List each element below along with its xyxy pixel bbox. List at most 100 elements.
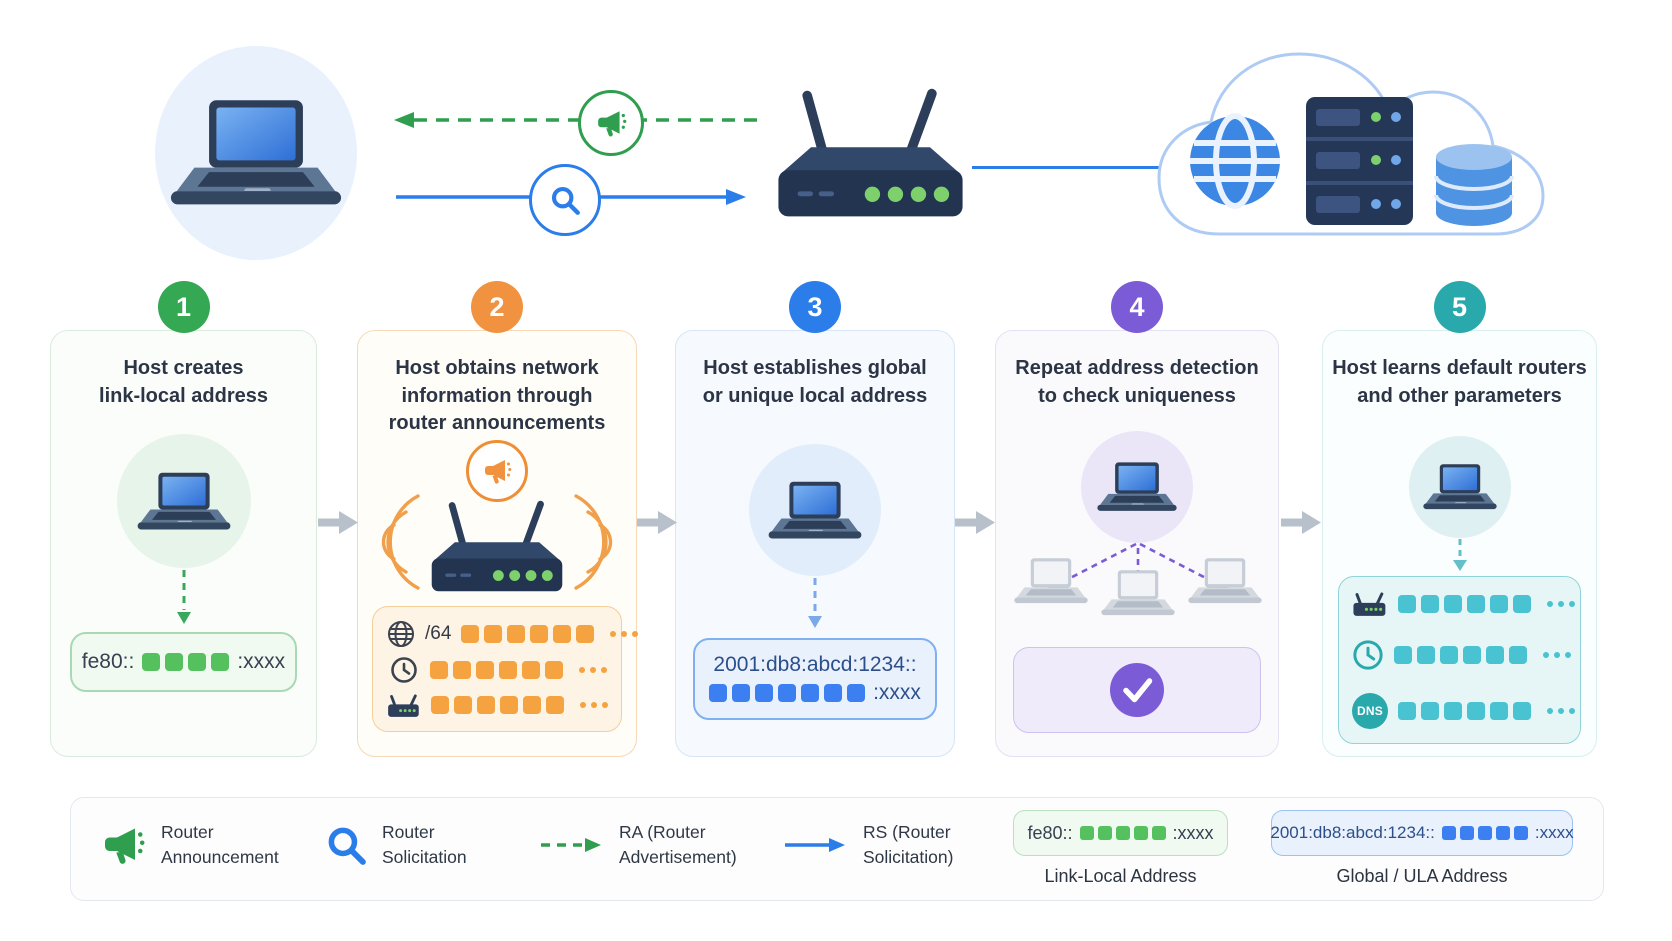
ra-dashed-arrow-left [394, 112, 758, 128]
host-laptop-bubble [749, 444, 881, 577]
next-step-arrow [318, 511, 358, 534]
step-card-2: 2 Host obtains network information throu… [357, 281, 639, 757]
lifetime-row [1352, 639, 1571, 671]
search-icon [326, 825, 366, 865]
check-circle-icon [1110, 663, 1164, 717]
router-cloud-link-line [972, 166, 1164, 169]
step-title: Host establishes global or unique local … [702, 357, 928, 407]
megaphone-icon [598, 111, 627, 137]
globe-icon [1190, 113, 1280, 209]
megaphone-icon [105, 828, 145, 865]
ellipsis-dots [580, 702, 608, 709]
router-icon [387, 693, 421, 718]
step-card-4: 4 Repeat address detection to check uniq… [995, 281, 1279, 757]
legend-label: RS (Router Solicitation) [863, 822, 954, 868]
laptop-icon [170, 100, 342, 205]
ellipsis-dots [1547, 708, 1575, 715]
database-icon [1434, 144, 1514, 226]
neighbor-laptop [1100, 569, 1176, 622]
next-step-arrow [955, 511, 995, 534]
globe-icon [387, 620, 415, 648]
address-squares [1079, 826, 1166, 840]
address-line1: 2001:db8:abcd:1234:: [713, 653, 917, 677]
router-announcement-icon [578, 90, 644, 156]
solid-arrow-icon [785, 838, 845, 853]
announcement-circle [466, 439, 528, 502]
address-prefix: fe80:: [81, 650, 135, 674]
clock-icon [1352, 639, 1384, 671]
uniqueness-ok-panel [1013, 647, 1261, 733]
host-laptop-illustration [155, 46, 357, 260]
address-prefix: fe80:: [1027, 822, 1073, 843]
internet-cloud-illustration [1149, 26, 1555, 249]
step-title: Host learns default routers and other pa… [1332, 357, 1587, 407]
router-icon [765, 82, 976, 226]
router-broadcast-illustration [358, 439, 636, 598]
value-squares [430, 661, 563, 680]
prefix-length-label: /64 [425, 622, 452, 644]
down-dashed-arrow [808, 578, 822, 629]
address-suffix: :xxxx [873, 681, 921, 705]
neighbor-laptop [1187, 557, 1263, 610]
router-icon [422, 496, 572, 598]
value-squares [461, 624, 595, 643]
legend-link-local-pill: fe80:: :xxxx [1013, 810, 1228, 856]
router-row [387, 693, 608, 718]
legend-label: Router Announcement [161, 822, 279, 868]
step-number-badge: 3 [789, 281, 841, 333]
legend-label: RA (Router Advertisement) [619, 822, 737, 868]
ellipsis-dots [1547, 601, 1575, 608]
ellipsis-dots [610, 630, 639, 637]
next-step-arrow [637, 511, 677, 534]
address-squares [142, 653, 230, 672]
global-address-pill: 2001:db8:abcd:1234:: :xxxx [693, 638, 937, 721]
laptop-gray-icon [1101, 570, 1175, 616]
address-suffix: :xxxx [237, 650, 286, 674]
step-card-3: 3 Host establishes global or unique loca… [675, 281, 955, 757]
address-suffix: :xxxx [1172, 822, 1214, 843]
host-laptop-bubble [1408, 436, 1511, 539]
laptop-icon [1097, 462, 1177, 511]
global-ula-caption: Global / ULA Address [1336, 866, 1508, 886]
step-title: Repeat address detection to check unique… [1015, 357, 1259, 407]
wifi-waves-left-icon [381, 494, 420, 590]
laptop-gray-icon [1188, 558, 1262, 604]
dns-row: DNS [1352, 693, 1575, 730]
host-laptop-bubble [116, 434, 251, 569]
legend-ra-arrow: RA (Router Advertisement) [539, 820, 737, 871]
address-squares [1441, 826, 1528, 840]
laptop-icon [137, 472, 230, 530]
dashed-arrow-icon [541, 838, 601, 853]
legend-router-announcement: Router Announcement [101, 820, 279, 871]
next-step-arrow [1281, 511, 1321, 534]
default-router-row [1352, 591, 1575, 618]
dns-badge: DNS [1352, 693, 1388, 730]
cloud-icon [1157, 52, 1545, 236]
search-icon [550, 185, 580, 215]
step-title: Host obtains network information through… [388, 357, 606, 435]
step-number-badge: 1 [157, 281, 210, 333]
step-number-badge: 5 [1433, 281, 1486, 333]
legend-router-solicitation: Router Solicitation [326, 820, 467, 871]
value-squares [1398, 702, 1531, 721]
link-local-address-pill: fe80:: :xxxx [70, 632, 297, 693]
address-suffix: :xxxx [1534, 823, 1574, 842]
legend-bar: Router Announcement Router Solicitation … [70, 797, 1604, 901]
server-icon [1306, 97, 1413, 225]
address-prefix: 2001:db8:abcd:1234:: [1270, 823, 1435, 842]
legend-label: Router Solicitation [382, 822, 467, 868]
value-squares [1394, 646, 1527, 665]
step-number-badge: 4 [1111, 281, 1163, 333]
clock-icon [387, 656, 420, 684]
router-icon [1352, 591, 1388, 618]
megaphone-icon [485, 459, 512, 484]
ellipsis-dots [1543, 652, 1571, 659]
step-title: Host creates link-local address [99, 357, 268, 407]
step-card-1: 1 Host creates link-local address fe80::… [50, 281, 317, 757]
wifi-waves-right-icon [574, 494, 613, 590]
address-squares [709, 684, 866, 703]
step-card-5: 5 Host learns default routers and other … [1322, 281, 1597, 757]
down-dashed-arrow [1452, 539, 1467, 572]
down-dashed-arrow [176, 570, 191, 625]
